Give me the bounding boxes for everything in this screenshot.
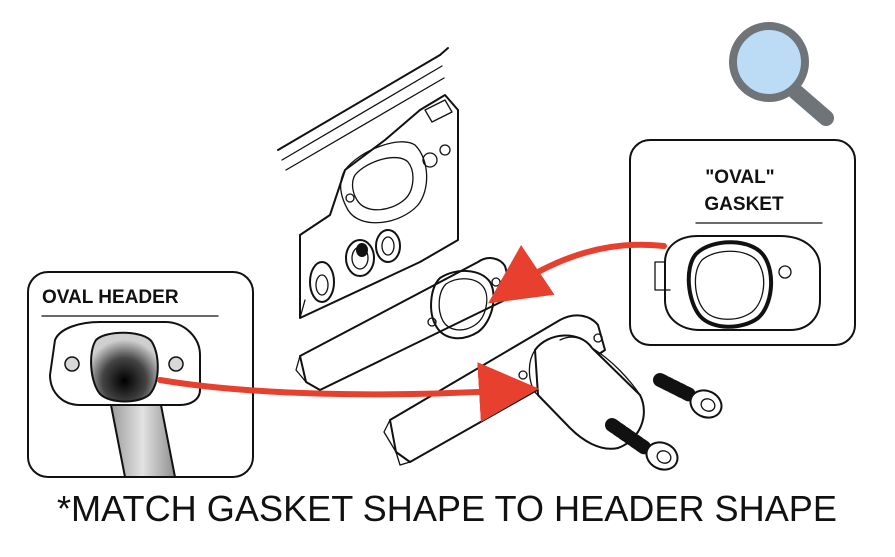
oval-gasket-callout: "OVAL" GASKET: [629, 139, 856, 346]
oval-header-label: OVAL HEADER: [42, 287, 179, 308]
cylinder-head: [277, 47, 459, 319]
oval-gasket-label-line1: "OVAL": [705, 167, 774, 188]
magnifier-icon: [729, 22, 834, 126]
oval-header-callout: OVAL HEADER: [27, 271, 254, 478]
caption-instruction: *MATCH GASKET SHAPE TO HEADER SHAPE: [57, 488, 837, 529]
arrow-gasket-to-part: [488, 241, 667, 304]
bolt-lower: [605, 418, 679, 471]
arrow-header-to-part: [157, 362, 539, 423]
oval-gasket-label-line2: GASKET: [704, 194, 784, 215]
bolt-upper: [653, 373, 723, 419]
